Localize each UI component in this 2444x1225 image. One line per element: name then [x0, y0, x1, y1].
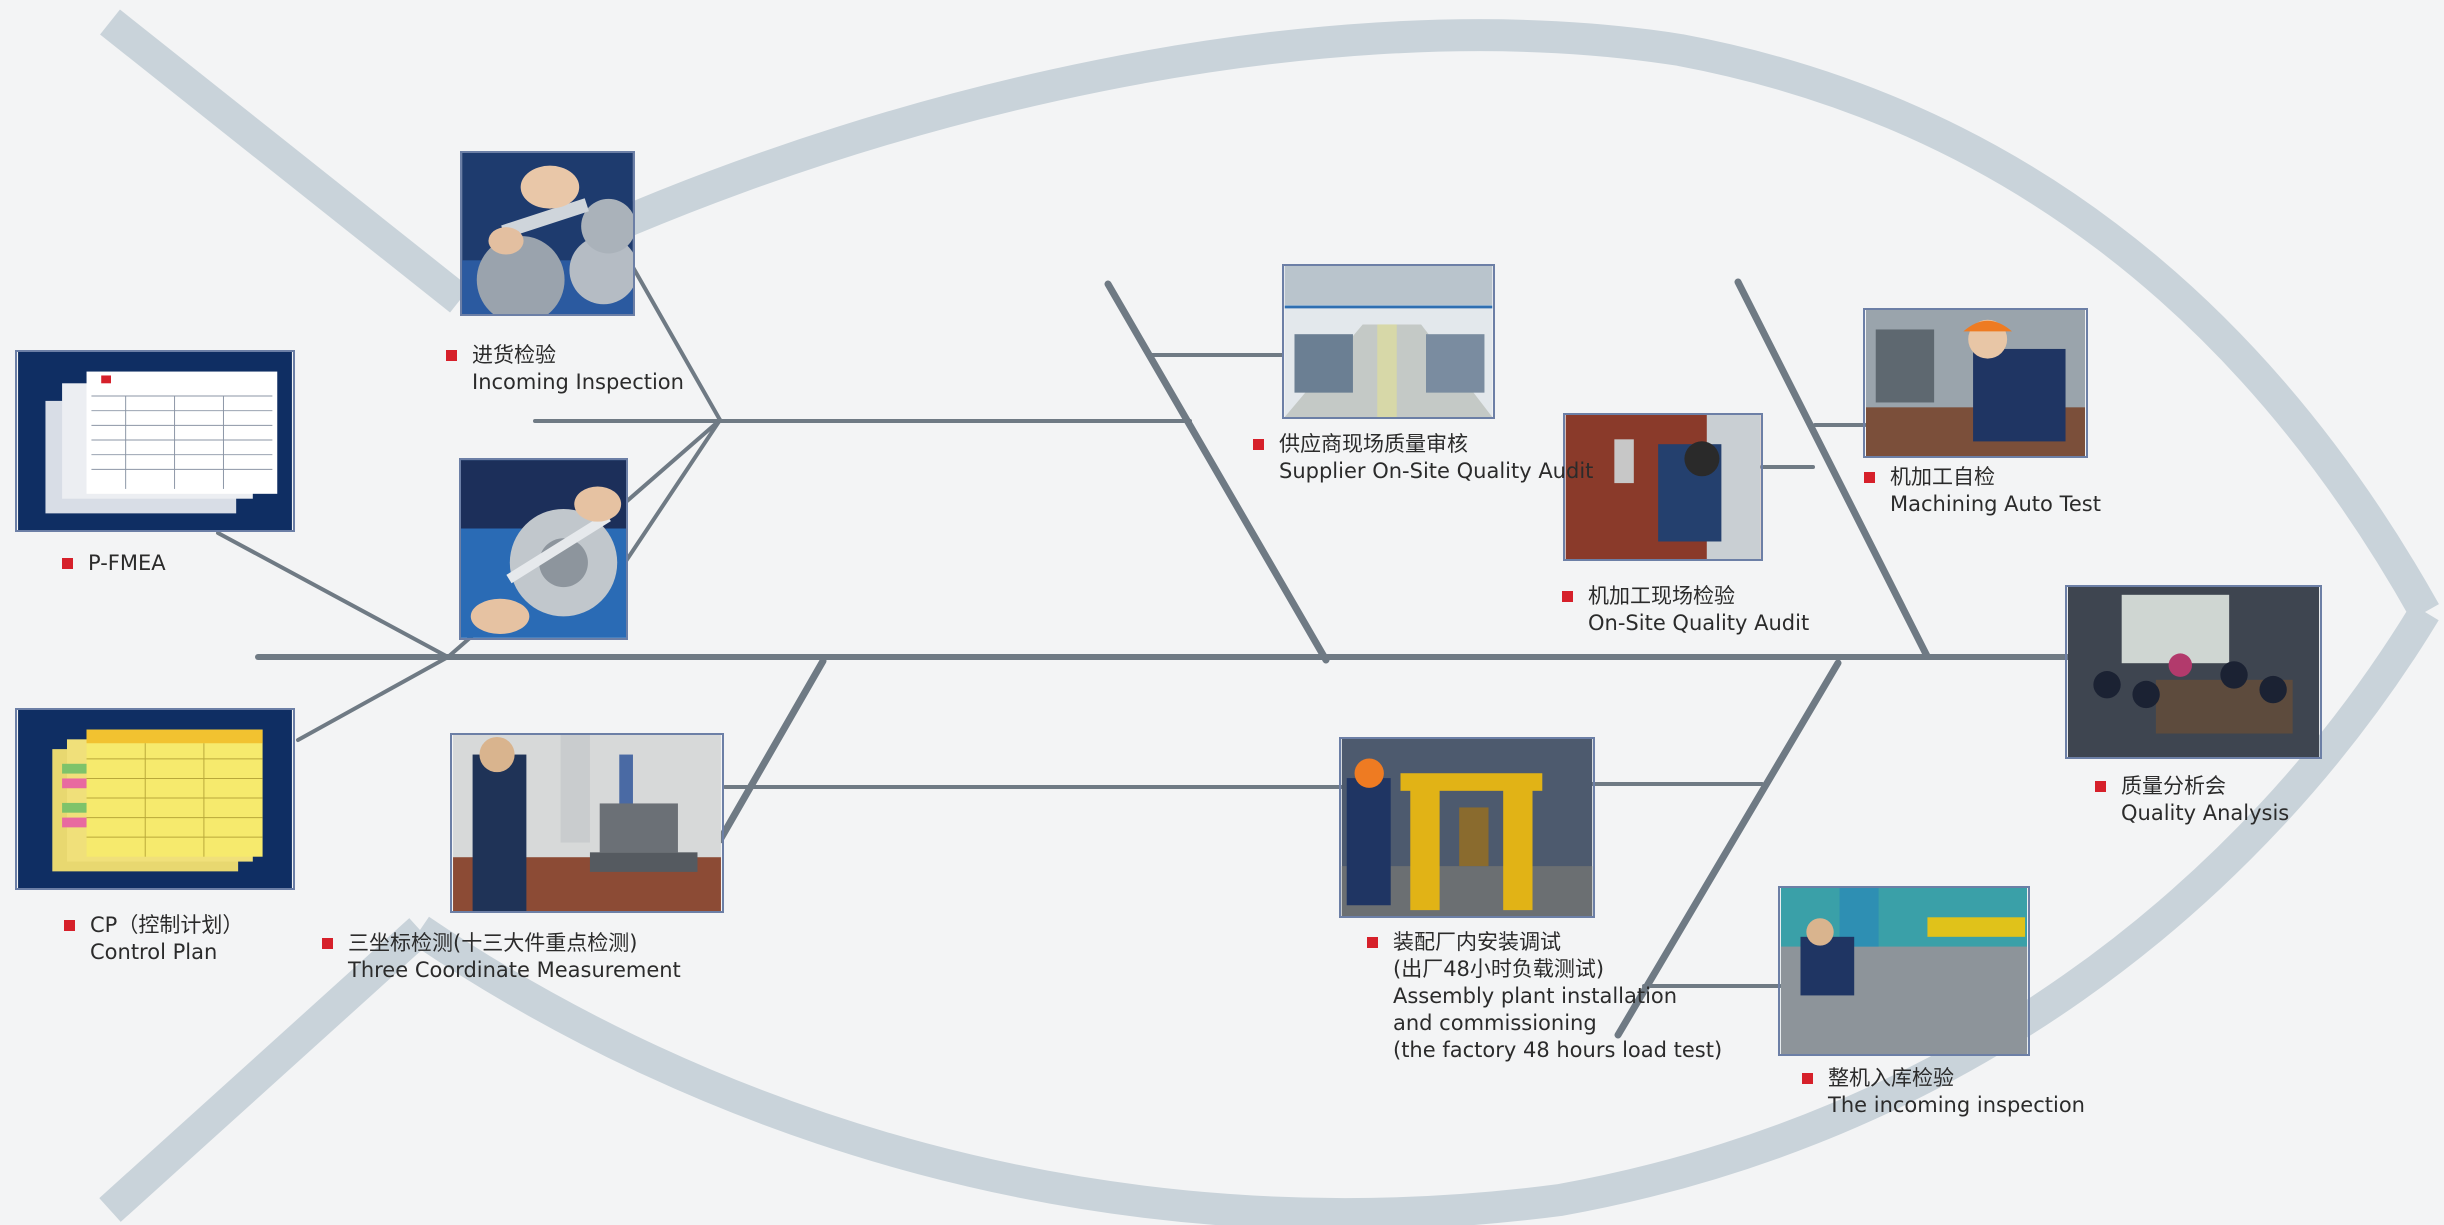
worker-at-door-photo-icon	[1563, 413, 1763, 561]
yellow-spreadsheet-document-icon	[15, 708, 295, 890]
flange-measuring-photo-icon	[459, 458, 628, 640]
label-three-coordinate: 三坐标检测(十三大件重点检测) Three Coordinate Measure…	[322, 930, 681, 984]
supplier-en: Supplier On-Site Quality Audit	[1279, 459, 1594, 483]
assembly-zh: 装配厂内安装调试	[1366, 929, 1722, 956]
quality-zh: 质量分析会	[2094, 773, 2289, 800]
onsite-en: On-Site Quality Audit	[1588, 611, 1810, 635]
supplier-zh: 供应商现场质量审核	[1252, 431, 1593, 458]
fish-bones	[216, 260, 2073, 1039]
cmm-machine-photo-icon	[450, 733, 724, 913]
caliper-measuring-photo-icon	[460, 151, 635, 316]
auto-test-zh: 机加工自检	[1864, 464, 2101, 491]
three-coord-zh: 三坐标检测(十三大件重点检测)	[322, 930, 681, 957]
final-en: The incoming inspection	[1828, 1093, 2085, 1117]
assembly-line-4: (the factory 48 hours load test)	[1393, 1038, 1723, 1062]
label-machining-auto-test: 机加工自检 Machining Auto Test	[1864, 464, 2101, 518]
label-quality-analysis: 质量分析会 Quality Analysis	[2094, 773, 2290, 827]
onsite-zh: 机加工现场检验	[1561, 583, 1809, 610]
incoming-zh: 进货检验	[446, 342, 684, 369]
label-incoming-inspection: 进货检验 Incoming Inspection	[446, 342, 684, 396]
label-final-inspection: 整机入库检验 The incoming inspection	[1802, 1065, 2085, 1119]
spreadsheet-document-icon	[15, 350, 295, 532]
label-supplier-audit: 供应商现场质量审核 Supplier On-Site Quality Audit	[1252, 431, 1594, 485]
workshop-inspection-photo-icon	[1778, 886, 2030, 1056]
label-pfmea: P-FMEA	[62, 550, 166, 577]
bone-pfmea	[216, 531, 450, 659]
incoming-en: Incoming Inspection	[472, 370, 684, 394]
label-onsite-audit: 机加工现场检验 On-Site Quality Audit	[1561, 583, 1810, 637]
meeting-room-photo-icon	[2065, 585, 2322, 759]
cp-en: Control Plan	[90, 940, 218, 964]
auto-test-en: Machining Auto Test	[1890, 492, 2101, 516]
three-coord-en: Three Coordinate Measurement	[348, 958, 681, 982]
bone-cp	[296, 655, 450, 742]
factory-hall-photo-icon	[1282, 264, 1495, 419]
fish-outline	[99, 9, 2439, 1225]
label-assembly: 装配厂内安装调试 (出厂48小时负载测试) Assembly plant ins…	[1366, 929, 1723, 1064]
final-zh: 整机入库检验	[1802, 1065, 2085, 1092]
quality-en: Quality Analysis	[2121, 801, 2290, 825]
pfmea-en: P-FMEA	[62, 551, 166, 575]
assembly-rig-photo-icon	[1339, 737, 1595, 918]
assembly-line-2: Assembly plant installation	[1393, 984, 1678, 1008]
assembly-line-1: (出厂48小时负载测试)	[1393, 957, 1605, 981]
assembly-line-3: and commissioning	[1393, 1011, 1597, 1035]
machinist-photo-icon	[1863, 308, 2088, 458]
label-control-plan: CP（控制计划） Control Plan	[63, 912, 244, 966]
cp-zh: CP（控制计划）	[63, 913, 244, 937]
